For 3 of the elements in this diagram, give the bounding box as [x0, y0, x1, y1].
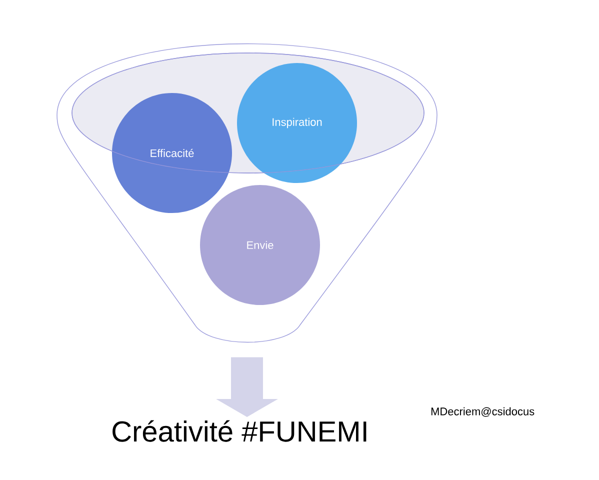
author-handle: MDecriem@csidocus: [431, 407, 534, 417]
title-text: Créativité #FUNEMI: [112, 420, 366, 442]
block-arrow: [216, 357, 278, 417]
